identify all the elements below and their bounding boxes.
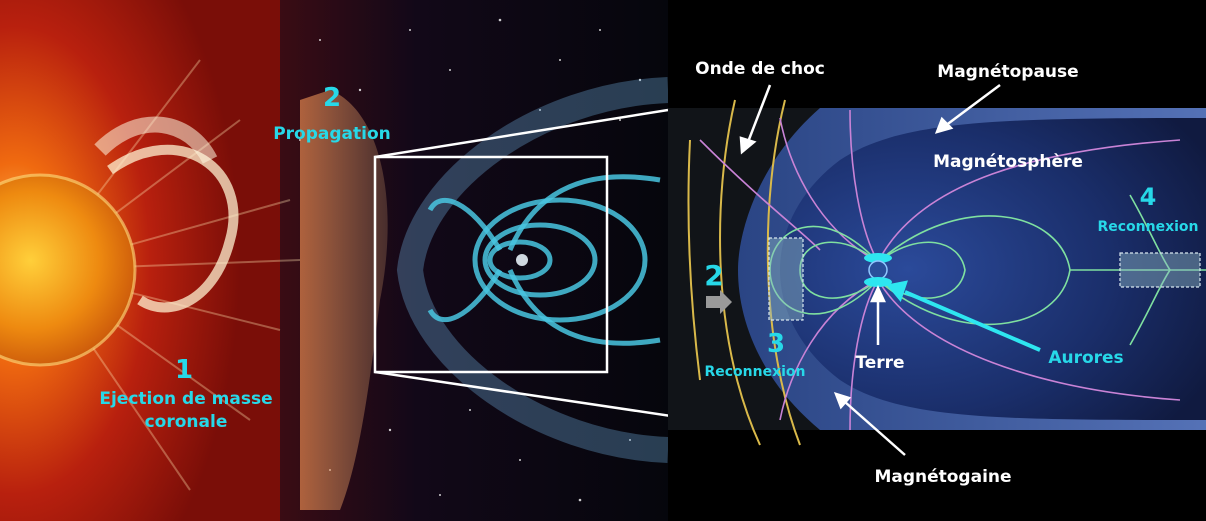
- earth-small: [516, 254, 528, 266]
- magnetosphere-panel: [668, 0, 1206, 521]
- step2-number: 2: [323, 83, 341, 113]
- magnetosphere-region: [780, 118, 1206, 420]
- step4-number: 4: [1140, 183, 1157, 211]
- cme-loop: [107, 144, 239, 313]
- sun: [0, 175, 135, 365]
- reconnection-box-dayside: [768, 237, 804, 321]
- bow-shock-label: Onde de choc: [695, 59, 825, 79]
- magnetosheath-label: Magnétogaine: [874, 467, 1011, 487]
- step3-number: 3: [767, 329, 785, 359]
- step2-inset-number: 2: [704, 259, 723, 292]
- step4-label: Reconnexion: [1097, 219, 1198, 235]
- step1-number: 1: [175, 355, 193, 385]
- step2-label: Propagation: [273, 124, 391, 144]
- step3-label: Reconnexion: [704, 364, 805, 380]
- aurora-south: [864, 277, 892, 287]
- aurora-arrow: [886, 280, 1041, 352]
- aurorae-label: Aurores: [1048, 348, 1123, 368]
- pointer-arrows: [739, 83, 1001, 456]
- earth: [868, 260, 888, 280]
- propagation-panel: [299, 18, 669, 510]
- earth-label: Terre: [855, 353, 904, 373]
- reconnection-box-nightside: [1119, 252, 1201, 288]
- magnetopause-label: Magnétopause: [937, 62, 1078, 82]
- step1-label-line2: coronale: [145, 412, 228, 432]
- aurora-north: [864, 253, 892, 263]
- solar-wind-arrow: [706, 290, 732, 314]
- magnetosphere-label: Magnétosphère: [933, 152, 1083, 172]
- step1-label-line1: Ejection de masse: [99, 389, 272, 409]
